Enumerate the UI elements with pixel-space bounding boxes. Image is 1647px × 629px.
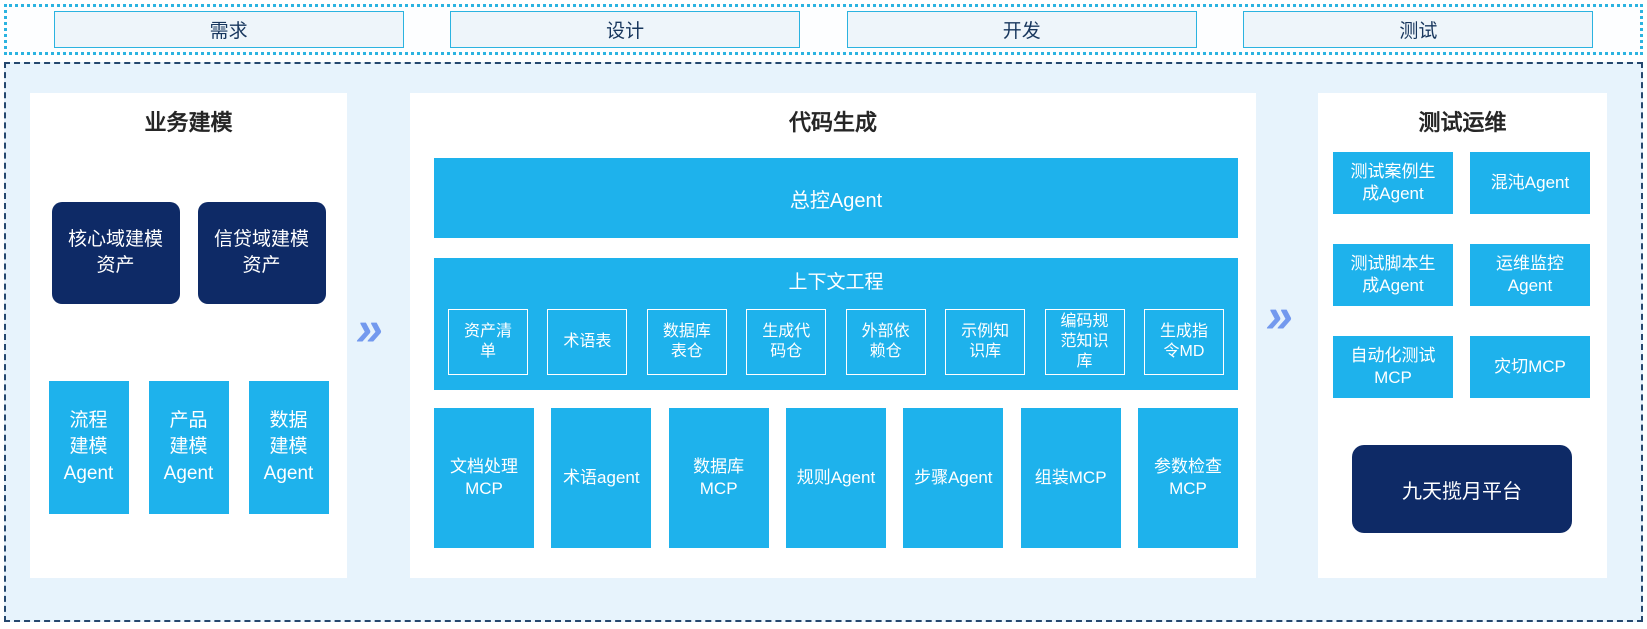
chaos-agent-box: 混沌Agent: [1470, 152, 1590, 214]
doc-processing-mcp-box: 文档处理 MCP: [434, 408, 534, 548]
data-modeling-agent-box: 数据 建模 Agent: [248, 381, 329, 514]
phase-strip: 需求 设计 开发 测试: [4, 4, 1643, 55]
test-ops-row: 自动化测试 MCP 灾切MCP: [1333, 336, 1590, 398]
flow-arrow-right-icon: »: [1266, 290, 1293, 343]
test-ops-row: 测试案例生 成Agent 混沌Agent: [1333, 152, 1590, 214]
process-modeling-agent-box: 流程 建模 Agent: [48, 381, 129, 514]
database-mcp-box: 数据库 MCP: [668, 408, 769, 548]
panel-business-modeling: 业务建模 核心域建模 资产 信贷域建模 资产 流程 建模 Agent 产品 建模…: [30, 93, 347, 578]
flow-arrow-left-icon: »: [356, 303, 383, 356]
business-modeling-title: 业务建模: [144, 110, 233, 135]
glossary-box: 术语表: [547, 309, 628, 375]
db-table-repo-box: 数据库 表仓: [646, 309, 727, 375]
code-generation-title: 代码生成: [788, 110, 877, 135]
coding-standard-knowledge-box: 编码规 范知识 库: [1044, 309, 1125, 375]
test-ops-title: 测试运维: [1418, 110, 1507, 135]
glossary-agent-box: 术语agent: [551, 408, 652, 548]
modeling-agent-row: 流程 建模 Agent 产品 建模 Agent 数据 建模 Agent: [30, 381, 347, 514]
asset-list-box: 资产清 单: [448, 309, 528, 375]
main-container: 业务建模 核心域建模 资产 信贷域建模 资产 流程 建模 Agent 产品 建模…: [4, 62, 1643, 622]
ops-monitor-agent-box: 运维监控 Agent: [1470, 244, 1590, 306]
example-knowledge-box: 示例知 识库: [945, 309, 1026, 375]
external-deps-repo-box: 外部依 赖仓: [845, 309, 926, 375]
jiutian-platform-box: 九天揽月平台: [1352, 445, 1572, 533]
phase-box-development: 开发: [846, 11, 1197, 48]
generation-instruction-md-box: 生成指 令MD: [1143, 309, 1224, 375]
step-agent-box: 步骤Agent: [903, 408, 1004, 548]
disaster-switch-mcp-box: 灾切MCP: [1470, 336, 1590, 398]
rule-agent-box: 规则Agent: [785, 408, 886, 548]
panel-code-generation: 代码生成 总控Agent 上下文工程 资产清 单 术语表 数据库 表仓 生成代 …: [410, 93, 1256, 578]
test-ops-row: 测试脚本生 成Agent 运维监控 Agent: [1333, 244, 1590, 306]
product-modeling-agent-box: 产品 建模 Agent: [148, 381, 229, 514]
test-ops-grid: 测试案例生 成Agent 混沌Agent 测试脚本生 成Agent 运维监控 A…: [1333, 152, 1590, 428]
context-engineering-block: 上下文工程 资产清 单 术语表 数据库 表仓 生成代 码仓 外部依 赖仓 示例知…: [434, 258, 1238, 390]
modeling-asset-row: 核心域建模 资产 信贷域建模 资产: [30, 202, 347, 304]
panel-test-ops: 测试运维 测试案例生 成Agent 混沌Agent 测试脚本生 成Agent 运…: [1318, 93, 1607, 578]
test-script-gen-agent-box: 测试脚本生 成Agent: [1333, 244, 1453, 306]
code-generation-tools-row: 文档处理 MCP 术语agent 数据库 MCP 规则Agent 步骤Agent…: [434, 408, 1238, 548]
context-engineering-title: 上下文工程: [788, 272, 884, 293]
param-check-mcp-box: 参数检查 MCP: [1137, 408, 1238, 548]
credit-domain-asset-box: 信贷域建模 资产: [197, 202, 326, 304]
assembly-mcp-box: 组装MCP: [1020, 408, 1121, 548]
context-engineering-items: 资产清 单 术语表 数据库 表仓 生成代 码仓 外部依 赖仓 示例知 识库 编码…: [448, 309, 1224, 375]
phase-box-design: 设计: [450, 11, 801, 48]
automated-test-mcp-box: 自动化测试 MCP: [1333, 336, 1453, 398]
core-domain-asset-box: 核心域建模 资产: [51, 202, 180, 304]
phase-box-testing: 测试: [1243, 11, 1594, 48]
generated-code-repo-box: 生成代 码仓: [746, 309, 827, 375]
phase-box-requirements: 需求: [53, 11, 404, 48]
test-case-gen-agent-box: 测试案例生 成Agent: [1333, 152, 1453, 214]
master-agent-bar: 总控Agent: [434, 158, 1238, 238]
